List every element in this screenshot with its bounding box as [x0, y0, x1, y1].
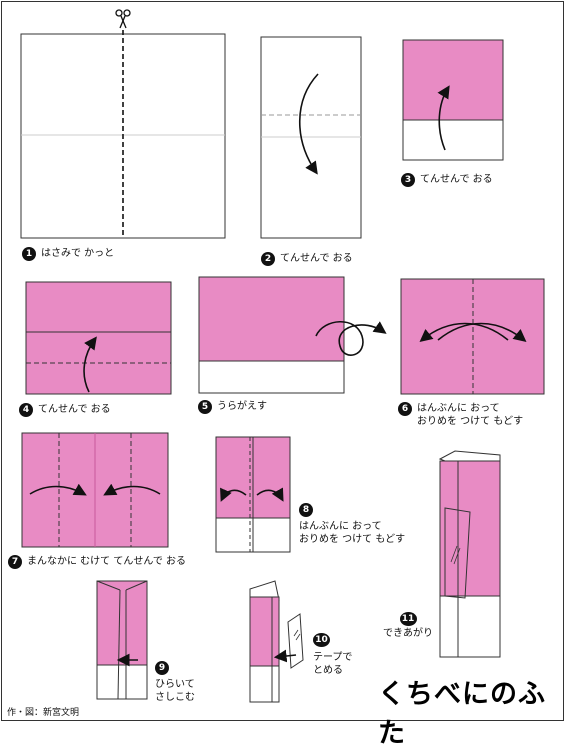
step6-label: 6 はんぶんに おって おりめを つけて もどす: [398, 402, 523, 428]
step6-text-line1: はんぶんに おって: [417, 403, 500, 414]
step6-text-line2: おりめを つけて もどす: [417, 416, 524, 427]
step4-paper: [25, 281, 172, 395]
step7-paper: [21, 432, 169, 548]
scissors-icon: [115, 9, 131, 29]
step3-text: てんせんで おる: [420, 174, 493, 185]
author-credit: 作・図：新宮文明: [7, 708, 80, 718]
step6-paper: [400, 278, 545, 395]
step4-number: 4: [19, 403, 33, 417]
sheet-border: [1, 1, 564, 721]
step7-number: 7: [8, 555, 22, 569]
step1-number: 1: [22, 247, 36, 261]
step10-label: 10 テープで とめる: [313, 633, 352, 677]
step7-text: まんなかに むけて てんせんで おる: [27, 556, 187, 567]
step10-text-line2: とめる: [313, 665, 343, 676]
step9-paper: [96, 580, 148, 700]
step5-paper: [198, 276, 387, 394]
step4-text: てんせんで おる: [38, 404, 111, 415]
step10-number: 10: [313, 633, 330, 647]
step6-number: 6: [398, 402, 412, 416]
step9-text-line2: さしこむ: [155, 692, 195, 703]
step10-text-line1: テープで: [313, 652, 353, 663]
step9-number: 9: [155, 661, 169, 675]
step1-label: 1 はさみで かっと: [22, 247, 114, 261]
step2-number: 2: [261, 252, 275, 266]
diagram-illustrations: [20, 9, 545, 703]
step5-text: うらがえす: [217, 401, 267, 412]
step5-label: 5 うらがえす: [198, 400, 267, 414]
step1-paper: [20, 30, 226, 239]
step8-paper: [215, 436, 291, 553]
step11-label: 11 できあがり: [383, 612, 433, 640]
step11-number: 11: [399, 612, 417, 626]
step7-label: 7 まんなかに むけて てんせんで おる: [8, 555, 186, 569]
step11-finished-cap: [438, 450, 501, 658]
step3-label: 3 てんせんで おる: [401, 173, 493, 187]
step1-text: はさみで かっと: [41, 248, 115, 259]
step8-label: 8 はんぶんに おって おりめを つけて もどす: [299, 503, 405, 546]
step3-paper: [402, 39, 504, 161]
step8-text-line1: はんぶんに おって: [299, 521, 382, 532]
step8-text-line2: おりめを つけて もどす: [299, 534, 406, 545]
step3-number: 3: [401, 173, 415, 187]
step10-paper: [249, 580, 304, 703]
step4-label: 4 てんせんで おる: [19, 403, 111, 417]
step5-number: 5: [198, 400, 212, 414]
step2-paper: [260, 36, 362, 239]
step2-label: 2 てんせんで おる: [261, 252, 353, 266]
step11-text: できあがり: [383, 628, 433, 639]
step9-label: 9 ひらいて さしこむ: [155, 661, 195, 704]
step9-text-line1: ひらいて: [155, 679, 195, 690]
step8-number: 8: [299, 503, 313, 517]
page-title: くちべにのふた: [378, 679, 546, 749]
step2-text: てんせんで おる: [280, 253, 353, 264]
